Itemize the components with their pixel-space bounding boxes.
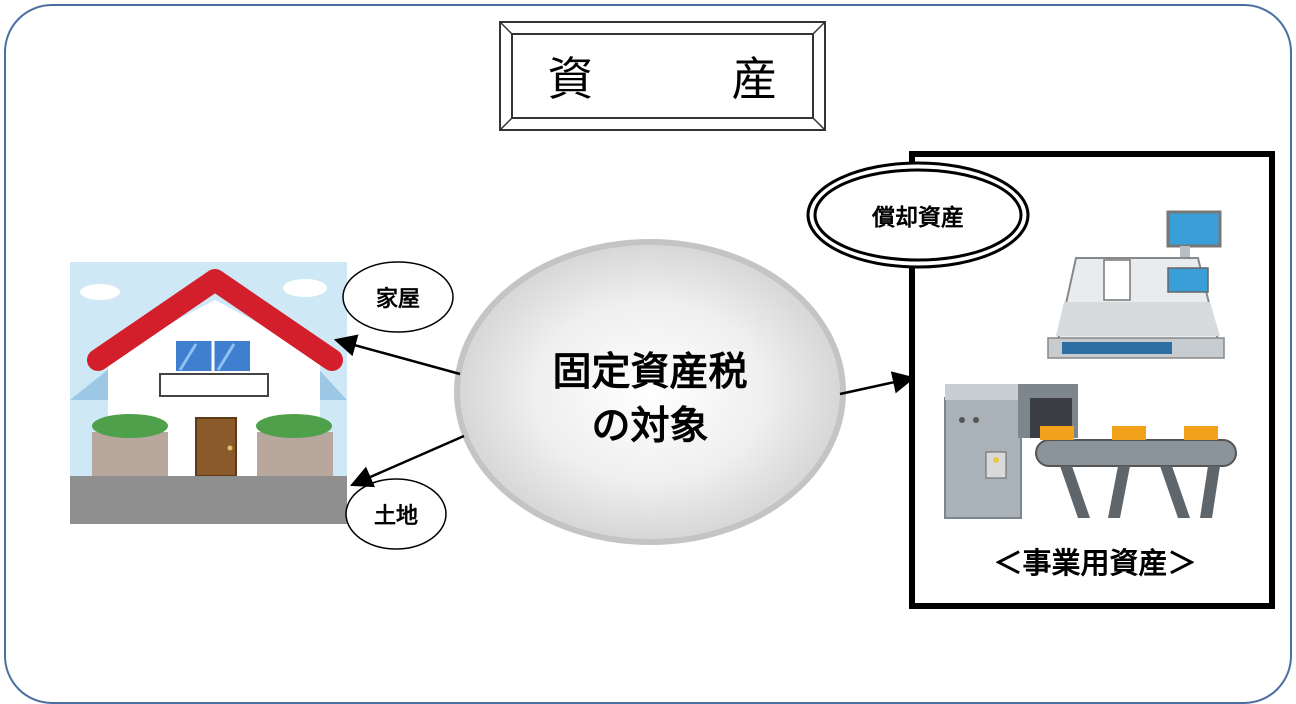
conveyor-machine-illustration <box>944 384 1237 519</box>
diagram-canvas: 資 産 固定資産税 の対象 家屋 土地 償却資産 ＜事業用資産＞ <box>4 4 1292 704</box>
diagram-graphics <box>70 21 1275 609</box>
title-box: 資 産 <box>500 22 825 130</box>
land-oval <box>345 478 447 550</box>
cash-register-illustration <box>1047 210 1225 359</box>
depreciable-oval <box>806 161 1030 269</box>
business-assets-label: ＜事業用資産＞ <box>993 546 1197 580</box>
center-label-line2: の対象 <box>591 404 709 449</box>
arrow-to-house <box>333 334 461 376</box>
title-text: 資 産 <box>547 52 824 106</box>
house-oval <box>342 261 454 333</box>
center-label: 固定資産税 の対象 <box>505 330 795 470</box>
center-oval <box>454 239 846 545</box>
title-box-frame <box>499 21 826 131</box>
house-label: 家屋 <box>375 287 420 312</box>
arrow-to-land <box>349 434 465 488</box>
arrow-to-business <box>839 371 916 396</box>
center-label-line1: 固定資産税 <box>552 350 748 395</box>
depreciable-label: 償却資産 <box>872 205 964 231</box>
house-illustration <box>70 262 347 524</box>
land-label: 土地 <box>373 504 418 529</box>
